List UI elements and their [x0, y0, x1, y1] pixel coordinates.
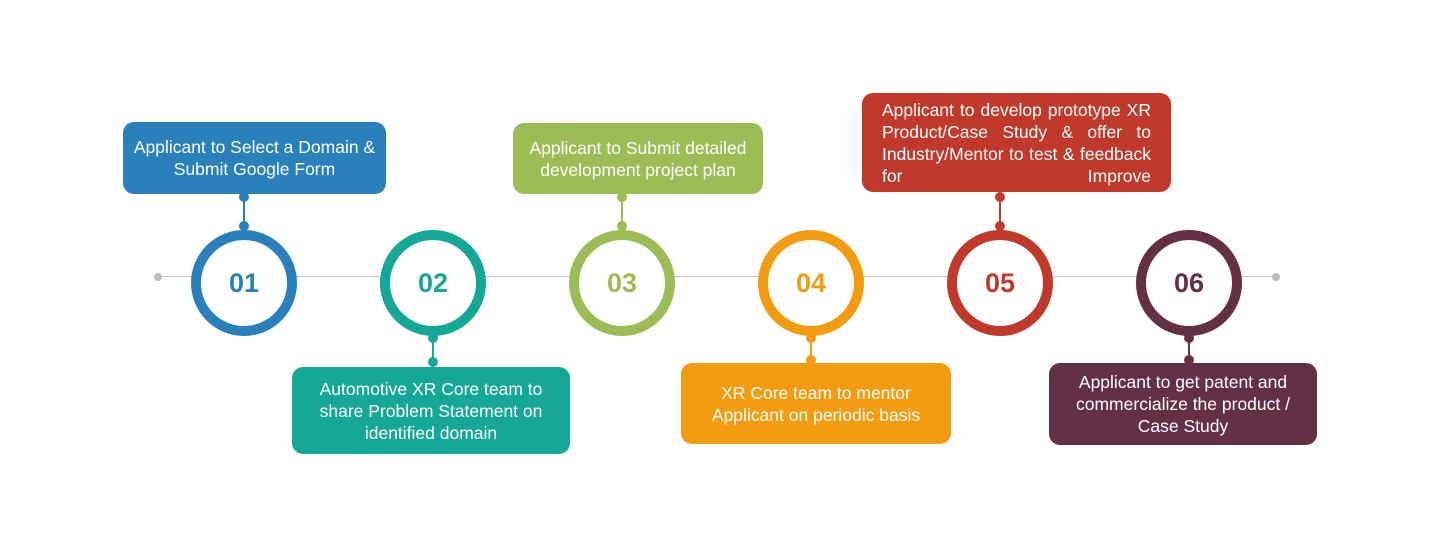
timeline-start-dot: [154, 273, 162, 281]
step-box: Applicant to get patent and commercializ…: [1049, 363, 1317, 445]
step-box: Applicant to develop prototype XR Produc…: [862, 93, 1171, 192]
connector-dot: [806, 333, 816, 343]
step-box: Applicant to Select a Domain & Submit Go…: [123, 122, 386, 194]
connector: [999, 192, 1001, 230]
connector-dot: [239, 221, 249, 231]
connector-dot: [1184, 333, 1194, 343]
step-box: Automotive XR Core team to share Problem…: [292, 367, 570, 454]
timeline-line: [158, 276, 1276, 277]
step-number-circle: 05: [947, 230, 1053, 336]
connector-dot: [239, 192, 249, 202]
connector: [810, 336, 812, 364]
timeline-end-dot: [1272, 273, 1280, 281]
connector: [621, 194, 623, 230]
step-text: XR Core team to mentor Applicant on peri…: [711, 382, 921, 425]
step-number-circle: 02: [380, 230, 486, 336]
step-number-circle: 01: [191, 230, 297, 336]
connector-dot: [428, 333, 438, 343]
connector-dot: [428, 357, 438, 367]
step-number-circle: 04: [758, 230, 864, 336]
connector: [1188, 336, 1190, 364]
step-text: Applicant to develop prototype XR Produc…: [882, 99, 1151, 186]
connector-dot: [617, 221, 627, 231]
connector-dot: [617, 192, 627, 202]
step-box: Applicant to Submit detailed development…: [513, 123, 763, 194]
connector: [243, 194, 245, 230]
step-number-circle: 06: [1136, 230, 1242, 336]
step-text: Applicant to get patent and commercializ…: [1076, 372, 1290, 436]
step-box: XR Core team to mentor Applicant on peri…: [681, 363, 951, 444]
connector-dot: [995, 192, 1005, 202]
connector-dot: [806, 355, 816, 365]
step-text: Applicant to Select a Domain & Submit Go…: [133, 137, 376, 179]
step-text: Applicant to Submit detailed development…: [529, 137, 747, 180]
connector-dot: [995, 221, 1005, 231]
step-text: Automotive XR Core team to share Problem…: [319, 378, 543, 443]
connector-dot: [1184, 355, 1194, 365]
connector: [432, 336, 434, 368]
step-number-circle: 03: [569, 230, 675, 336]
